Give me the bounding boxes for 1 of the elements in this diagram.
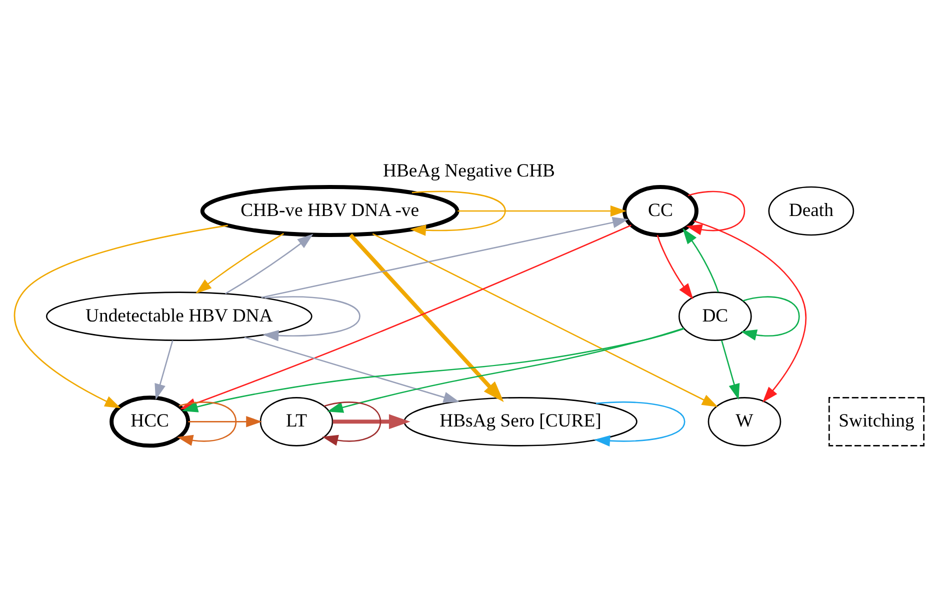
diagram-title: HBeAg Negative CHB xyxy=(382,160,556,182)
